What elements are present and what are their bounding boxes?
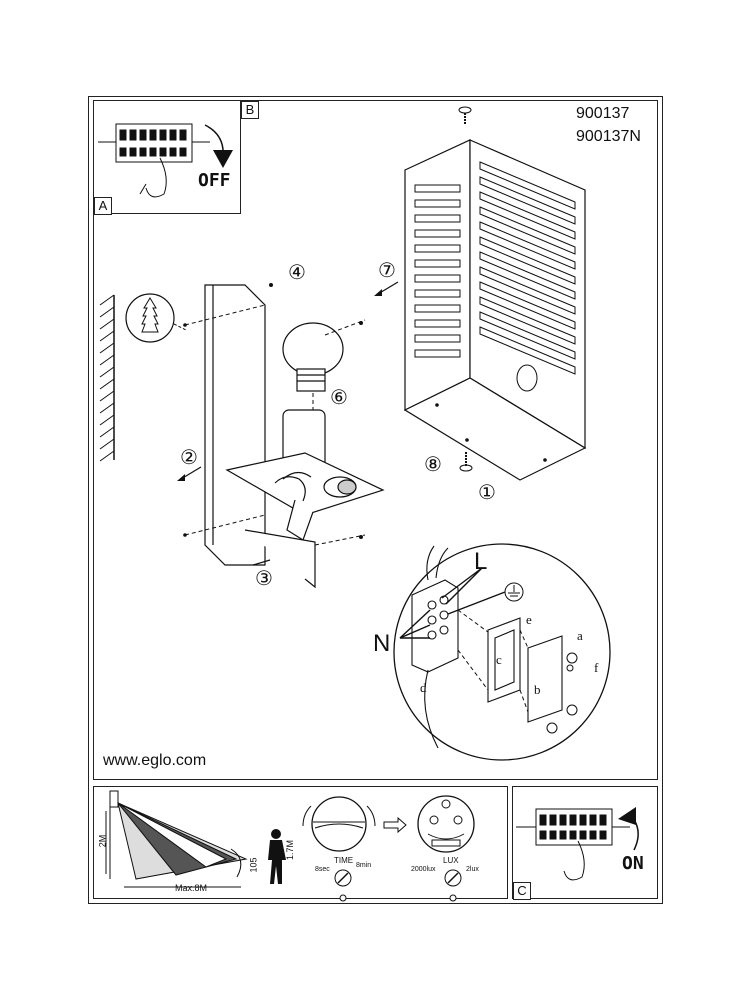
height-label: 2M <box>97 834 108 848</box>
lux-min-label: 2000lux <box>411 866 436 873</box>
sub-label-b: b <box>534 682 541 697</box>
person-icon <box>268 829 286 884</box>
step-1-label: ① <box>478 482 496 504</box>
panel-a-frame <box>93 100 241 214</box>
arrow-icon <box>374 281 399 296</box>
sensor-back-drawing <box>417 795 475 853</box>
sub-label-e: e <box>526 612 532 627</box>
step-8-label: ⑧ <box>424 454 442 476</box>
sub-label-c: c <box>496 652 502 667</box>
panel-a-letter: A <box>94 197 112 215</box>
live-wire-label: L <box>474 548 488 575</box>
model-number-2: 900137N <box>576 128 641 145</box>
wall-icon <box>99 294 115 462</box>
arrow-icon <box>204 124 233 168</box>
model-number-1: 900137 <box>576 105 630 122</box>
arrow-icon <box>383 816 407 834</box>
arrow-icon <box>177 466 202 481</box>
switch-on-label: ON <box>622 853 644 874</box>
time-min-label: 8sec <box>315 866 330 873</box>
panel-c-letter: C <box>513 882 531 900</box>
lamp-housing-drawing <box>403 139 587 481</box>
panel-c-frame <box>512 786 658 899</box>
website-label: www.eglo.com <box>103 752 207 769</box>
angle-label: 105 <box>248 857 259 873</box>
dial-icon <box>334 869 352 902</box>
screw-icon <box>458 106 472 125</box>
panel-b-letter: B <box>241 101 259 119</box>
step-3-label: ③ <box>255 568 273 590</box>
sensor-head-drawing <box>302 796 376 852</box>
step-6-label: ⑥ <box>330 387 348 409</box>
lux-max-label: 2lux <box>466 866 479 873</box>
sub-label-d: d <box>420 680 427 695</box>
step-4-label: ④ <box>288 262 306 284</box>
detection-range-drawing <box>105 790 248 888</box>
ground-icon <box>504 582 524 602</box>
outer-frame <box>88 96 663 904</box>
breaker-icon <box>98 123 210 198</box>
switch-off-label: OFF <box>198 170 231 191</box>
person-height-label: 1.7M <box>285 839 296 861</box>
mounting-plate-drawing <box>183 283 385 589</box>
neutral-wire-label: N <box>373 630 391 657</box>
arrow-icon <box>618 807 639 851</box>
sensor-panel-frame <box>93 786 508 899</box>
breaker-icon <box>516 808 630 881</box>
range-label: Max.8M <box>175 883 208 893</box>
time-title: TIME <box>334 856 354 865</box>
screw-icon <box>459 452 473 472</box>
time-max-label: 8min <box>356 862 372 869</box>
wiring-detail-drawing <box>393 543 611 761</box>
sub-label-f: f <box>594 660 599 675</box>
dial-icon <box>444 869 462 902</box>
main-diagram-frame <box>93 100 658 780</box>
step-2-label: ② <box>180 447 198 469</box>
wall-plug-icon <box>125 293 187 343</box>
step-7-label: ⑦ <box>378 260 396 282</box>
lux-title: LUX <box>443 856 459 865</box>
sub-label-a: a <box>577 628 583 643</box>
